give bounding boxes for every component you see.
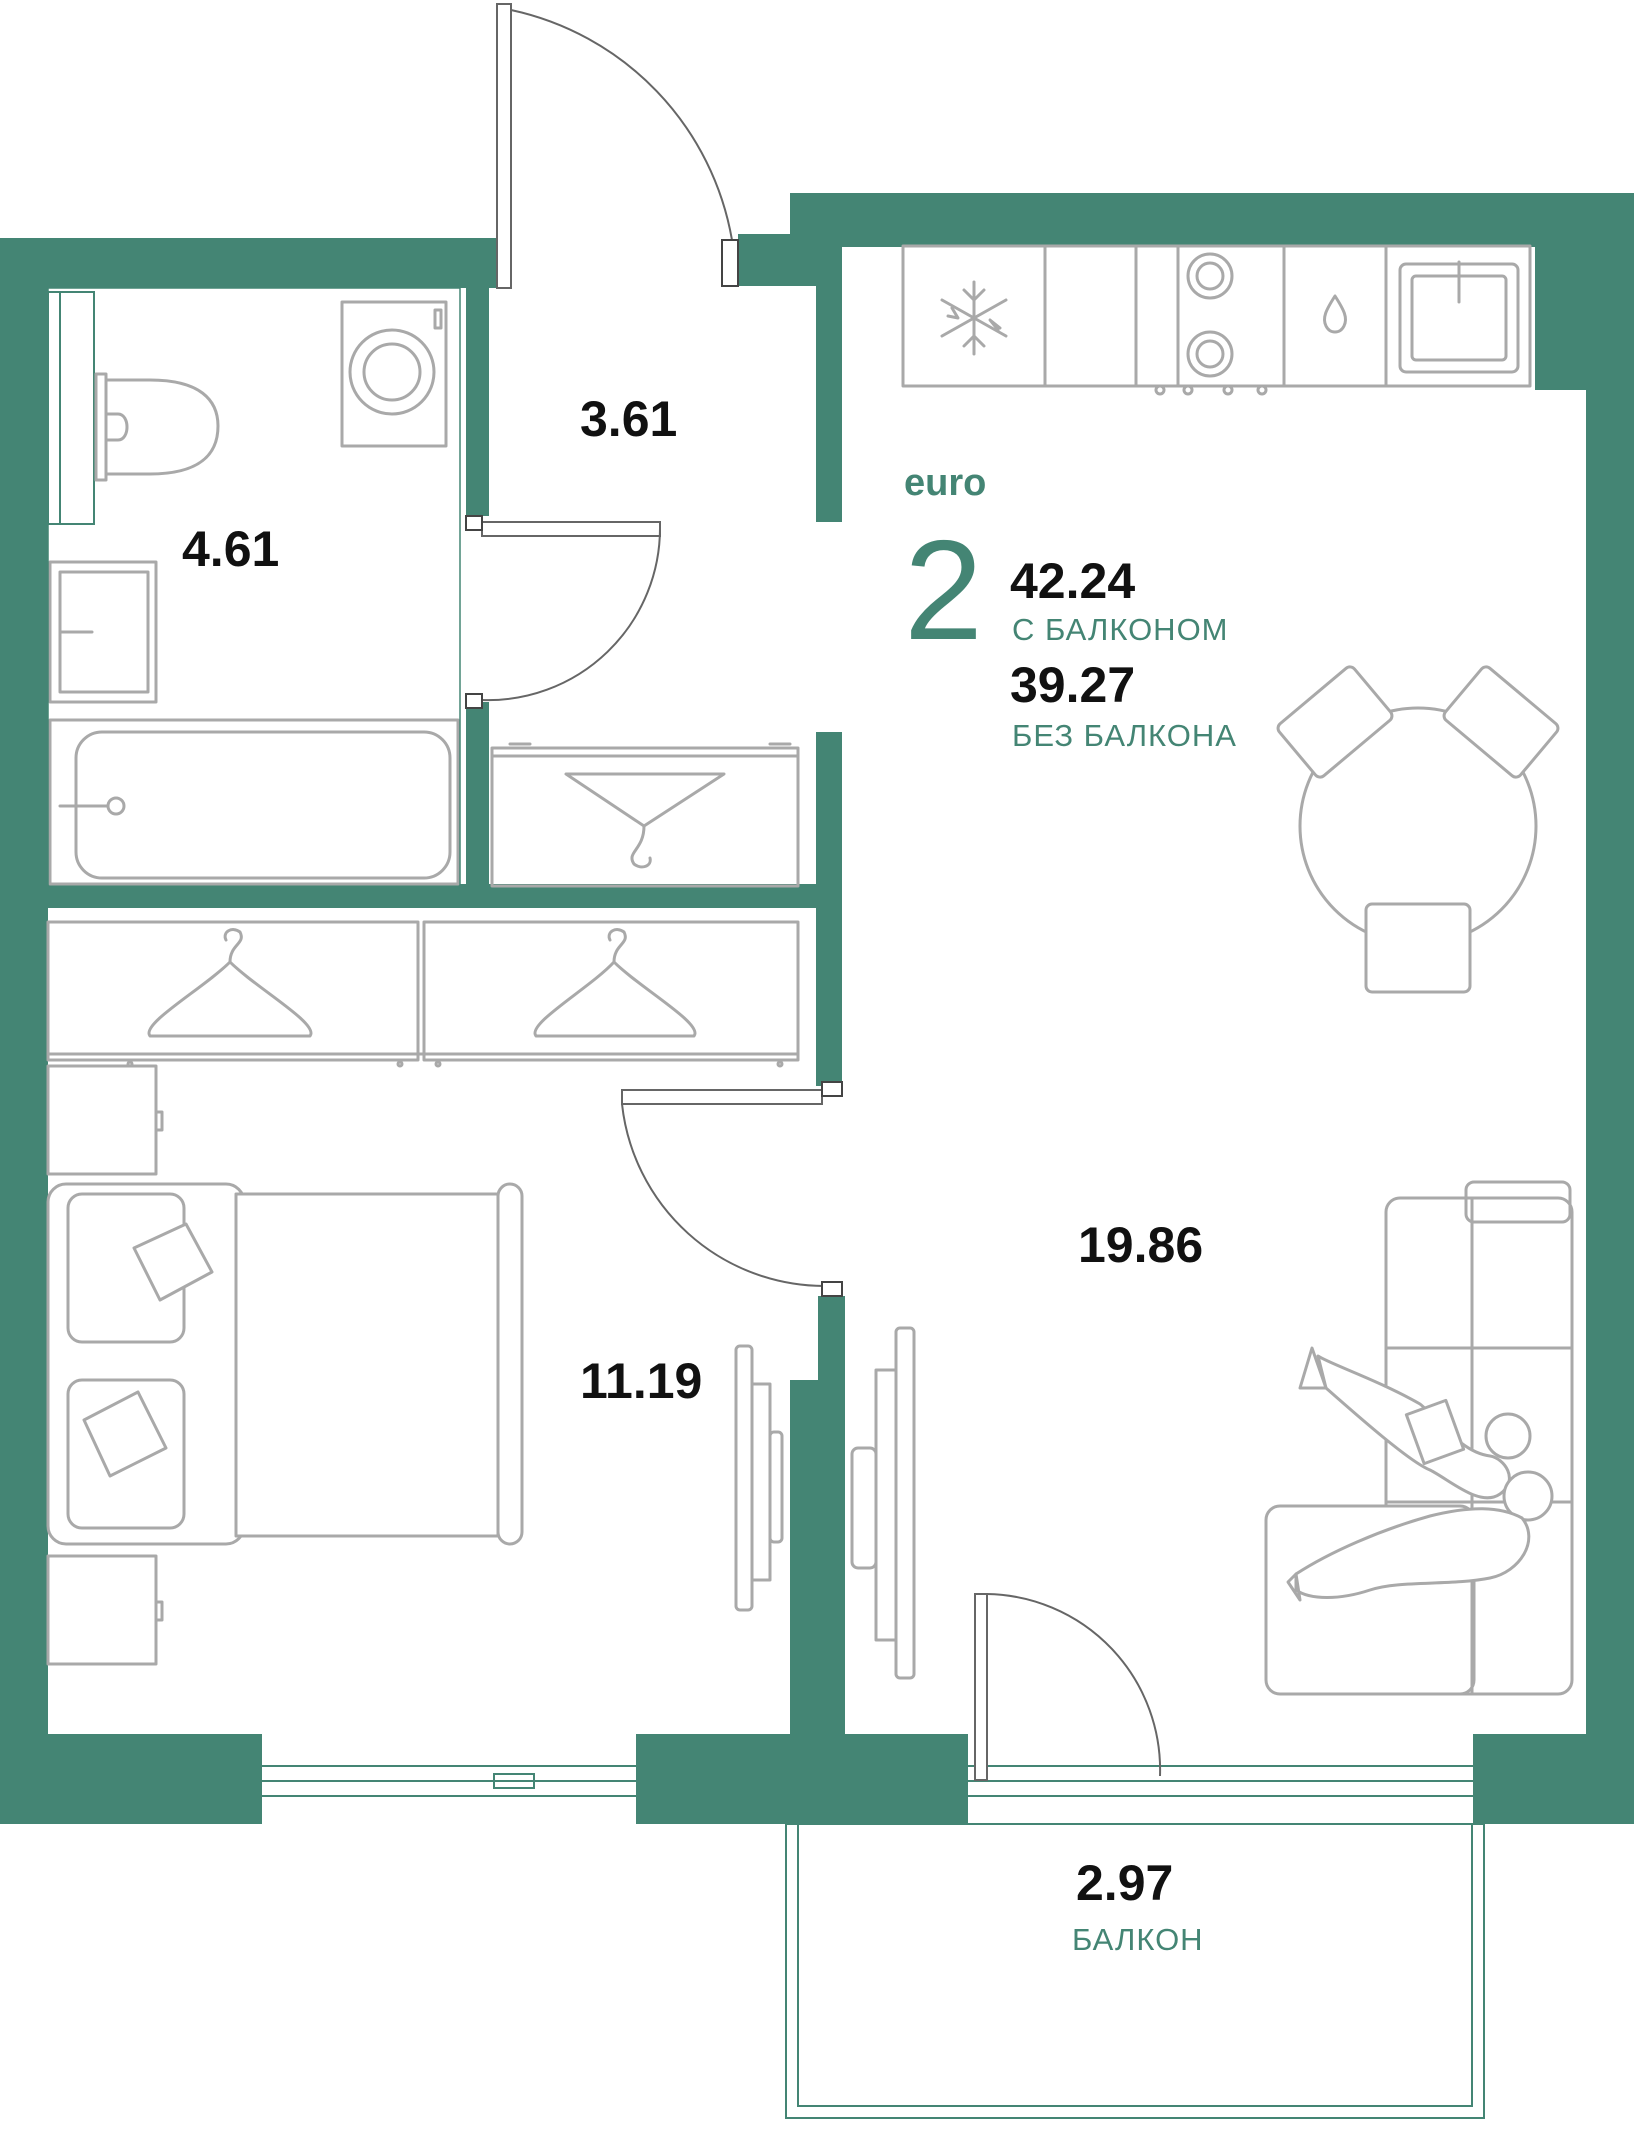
washing-machine-icon — [340, 300, 448, 448]
wall-center-top — [816, 240, 842, 522]
bathroom-fixtures — [47, 287, 461, 889]
walls — [0, 193, 1634, 1824]
apartment-type-label: euro — [904, 462, 987, 504]
wall-partition-bath-top — [466, 238, 489, 516]
room-area-bathroom: 4.61 — [182, 521, 280, 577]
room-area-kitchen-living: 19.86 — [1078, 1217, 1204, 1273]
laptop-icon — [1404, 1398, 1466, 1466]
wall-niche — [1535, 238, 1595, 390]
wall-bottom-3 — [1473, 1734, 1634, 1824]
room-area-hallway: 3.61 — [580, 391, 678, 447]
tv-icon — [734, 1344, 784, 1612]
room-count: 2 — [904, 511, 983, 670]
stove-icon — [1186, 252, 1234, 378]
wall-bottom-2 — [636, 1734, 968, 1824]
door-balcony — [974, 1593, 988, 1781]
nightstand — [46, 1554, 158, 1666]
wall-partition-bath-low — [466, 702, 489, 896]
total-area-with-balcony: 42.24 — [1010, 553, 1136, 609]
snowflake-icon — [940, 280, 1008, 356]
without-balcony-caption: БЕЗ БАЛКОНА — [1012, 718, 1237, 753]
wall-right — [1586, 193, 1634, 1824]
wall-top-bathroom — [0, 238, 497, 288]
water-drop-icon — [1322, 294, 1348, 334]
tv-icon — [850, 1326, 916, 1680]
hanger-icon — [533, 928, 697, 1038]
room-area-bedroom: 11.19 — [580, 1353, 703, 1409]
window-bathroom — [47, 291, 95, 525]
wall-center-foot — [790, 1380, 824, 1742]
doors — [465, 3, 1162, 1781]
nightstand — [46, 1064, 158, 1176]
sink-icon — [48, 560, 158, 704]
hanger-icon — [147, 928, 313, 1038]
balcony-caption: БАЛКОН — [1072, 1922, 1204, 1957]
bathtub-icon — [48, 718, 460, 886]
wall-kitchen-stub — [738, 234, 828, 286]
toilet-icon — [94, 372, 220, 482]
door-entrance — [496, 3, 512, 289]
bed-icon — [46, 1182, 524, 1546]
wall-left — [0, 238, 48, 1824]
pillow-icon — [82, 1222, 214, 1478]
hanger-icon — [564, 772, 726, 869]
person-icon — [1286, 1470, 1554, 1602]
room-area-balcony: 2.97 — [1076, 1855, 1174, 1911]
wall-center-mid — [816, 732, 842, 1086]
door-bedroom — [621, 1089, 823, 1105]
openings — [47, 291, 1485, 2119]
with-balcony-caption: С БАЛКОНОМ — [1012, 612, 1229, 647]
sink-icon — [1398, 260, 1520, 374]
wall-bottom-1 — [0, 1734, 262, 1824]
wall-top-kitchen — [790, 193, 1634, 247]
total-area-without-balcony: 39.27 — [1010, 657, 1136, 713]
furniture — [46, 244, 1574, 1696]
wardrobe — [46, 920, 800, 1068]
wardrobe — [490, 742, 800, 888]
chair-icon — [1276, 665, 1560, 994]
door-bathroom — [481, 521, 661, 537]
kitchen-counter — [901, 244, 1532, 396]
